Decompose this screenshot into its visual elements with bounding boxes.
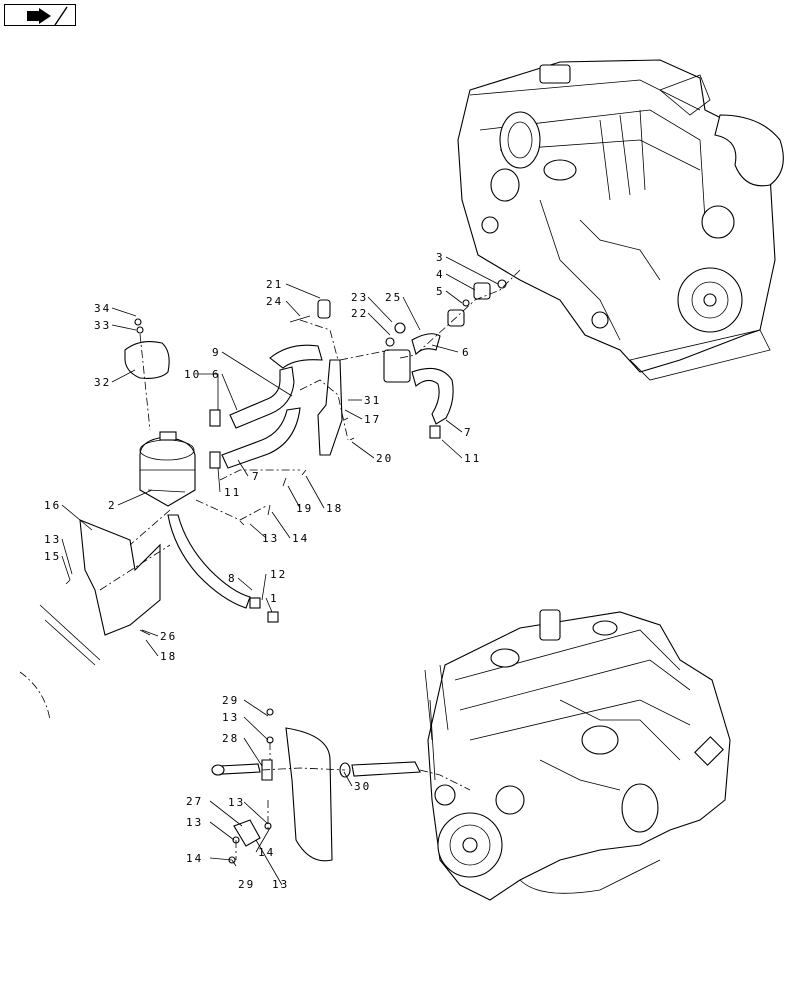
callout-15: 15	[44, 550, 61, 563]
callout-6: 6	[462, 346, 471, 359]
engine-lower	[424, 609, 731, 901]
callout-25: 25	[385, 291, 402, 304]
callout-13: 13	[44, 533, 61, 546]
callout-33: 33	[94, 319, 111, 332]
callout-18: 18	[326, 502, 343, 515]
callout-13: 13	[262, 532, 279, 545]
callout-29: 29	[238, 878, 255, 891]
next-page-icon	[27, 6, 68, 26]
callout-18: 18	[160, 650, 177, 663]
callout-5: 5	[436, 285, 445, 298]
callout-19: 19	[296, 502, 313, 515]
callout-17: 17	[364, 413, 381, 426]
callout-2: 2	[108, 499, 117, 512]
callout-labels: 34 33 32 21 24 23 25 22 3 4 5 6 9 10 6 3…	[44, 251, 481, 891]
callout-13: 13	[222, 711, 239, 724]
next-page-button[interactable]	[4, 4, 76, 26]
callout-13: 13	[186, 816, 203, 829]
callout-7: 7	[252, 470, 261, 483]
callout-32: 32	[94, 376, 111, 389]
callout-11: 11	[464, 452, 481, 465]
callout-9: 9	[212, 346, 221, 359]
callout-26: 26	[160, 630, 177, 643]
callout-12: 12	[270, 568, 287, 581]
callout-30: 30	[354, 780, 371, 793]
callout-31: 31	[364, 394, 381, 407]
callout-29: 29	[222, 694, 239, 707]
callout-14: 14	[292, 532, 309, 545]
callout-10: 10	[184, 368, 201, 381]
callout-11: 11	[224, 486, 241, 499]
callout-22: 22	[351, 307, 368, 320]
hose-assembly-upper	[19, 279, 507, 721]
callout-14: 14	[258, 846, 275, 859]
callout-34: 34	[94, 302, 111, 315]
engine-upper	[457, 59, 784, 381]
callout-16: 16	[44, 499, 61, 512]
callout-21: 21	[266, 278, 283, 291]
callout-28: 28	[222, 732, 239, 745]
callout-14: 14	[186, 852, 203, 865]
callout-13: 13	[272, 878, 289, 891]
callout-24: 24	[266, 295, 283, 308]
callout-4: 4	[436, 268, 445, 281]
callout-13: 13	[228, 796, 245, 809]
callout-23: 23	[351, 291, 368, 304]
leader-lines	[61, 256, 499, 886]
callout-27: 27	[186, 795, 203, 808]
callout-1: 1	[270, 592, 279, 605]
callout-20: 20	[376, 452, 393, 465]
callout-6: 6	[212, 368, 221, 381]
hose-assembly-lower	[211, 708, 421, 864]
callout-7: 7	[464, 426, 473, 439]
callout-8: 8	[228, 572, 237, 585]
callout-3: 3	[436, 251, 445, 264]
center-lines	[99, 269, 521, 860]
